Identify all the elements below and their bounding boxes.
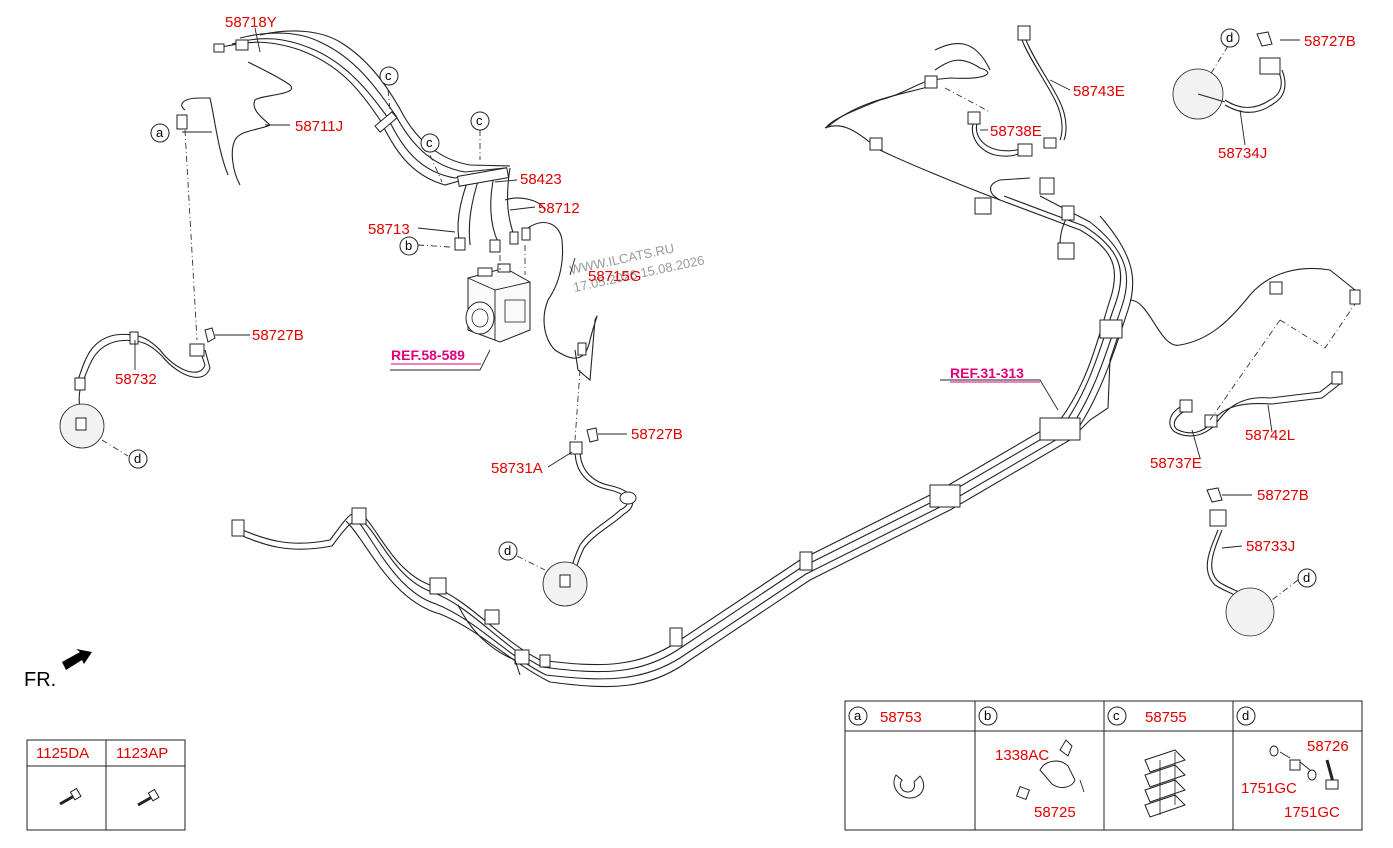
reference-58-589[interactable]: REF.58-589 (391, 347, 465, 363)
bolt-1125da-icon (59, 787, 82, 806)
callout-c-1: c (379, 66, 399, 86)
rear-right-upper-hoses (825, 25, 1067, 157)
leader-lines (134, 27, 1300, 549)
svg-text:d: d (134, 451, 141, 466)
detail-letter-b: b (984, 708, 991, 723)
reference-labels: REF.58-589 REF.31-313 (391, 347, 1040, 383)
rear-left-hose (542, 441, 637, 607)
detail-part-58725[interactable]: 58725 (1034, 804, 1076, 821)
part-label-58731a[interactable]: 58731A (491, 460, 543, 477)
callout-c-3: c (470, 111, 490, 131)
detail-table: a 58753 b c 58755 d 1338AC 58725 (844, 700, 1363, 831)
rear-right-hose-upper (1172, 57, 1286, 120)
detail-part-58726[interactable]: 58726 (1307, 738, 1349, 755)
part-label-58712[interactable]: 58712 (538, 200, 580, 217)
part-label-58738e[interactable]: 58738E (990, 123, 1042, 140)
detail-part-58755[interactable]: 58755 (1145, 709, 1187, 726)
detail-part-1751gc-1[interactable]: 1751GC (1241, 780, 1297, 797)
rear-right-hose-lower (1169, 371, 1343, 437)
part-label-58732[interactable]: 58732 (115, 371, 157, 388)
part-labels: 58718Y 58711J 58423 58712 58713 58715G 5… (115, 14, 1356, 555)
reference-31-313[interactable]: REF.31-313 (950, 365, 1024, 381)
part-label-58734j[interactable]: 58734J (1218, 145, 1267, 162)
bolt-1125da-label[interactable]: 1125DA (36, 745, 89, 762)
part-label-58727b-2[interactable]: 58727B (631, 426, 683, 443)
bolt-1123ap-label[interactable]: 1123AP (116, 745, 168, 762)
main-brake-line-bundle (231, 84, 1361, 688)
clip-58753-icon (893, 774, 925, 799)
front-arrow: FR. (24, 649, 92, 691)
abs-module (465, 263, 531, 343)
rear-hose-58733j (1206, 509, 1275, 637)
clip-brackets (204, 31, 1273, 503)
svg-text:d: d (1303, 570, 1310, 585)
detail-letter-a: a (854, 708, 862, 723)
part-label-58743e[interactable]: 58743E (1073, 83, 1125, 100)
reference-lines (101, 45, 1356, 601)
part-label-58423[interactable]: 58423 (520, 171, 562, 188)
detail-part-1338ac[interactable]: 1338AC (995, 747, 1049, 764)
callout-d-2: d (498, 541, 518, 561)
part-label-58727b-4[interactable]: 58727B (1257, 487, 1309, 504)
detail-part-58753[interactable]: 58753 (880, 709, 922, 726)
svg-text:c: c (476, 113, 483, 128)
part-label-58711j[interactable]: 58711J (295, 118, 343, 135)
svg-text:c: c (426, 135, 433, 150)
bracket-58725-icon (1039, 739, 1085, 793)
svg-text:c: c (385, 68, 392, 83)
detail-part-1751gc-2[interactable]: 1751GC (1284, 804, 1340, 821)
part-label-58727b-3[interactable]: 58727B (1304, 33, 1356, 50)
bolt-table: 1125DA 1123AP (26, 739, 186, 831)
detail-letter-c: c (1113, 708, 1120, 723)
clip-58755-icon (1144, 749, 1186, 818)
svg-text:b: b (405, 238, 412, 253)
front-label: FR. (24, 669, 56, 691)
svg-text:d: d (1226, 30, 1233, 45)
callout-d-4: d (1297, 568, 1317, 588)
svg-text:a: a (156, 125, 164, 140)
bolt-58726-icon (1325, 759, 1339, 790)
callout-d-1: d (128, 449, 148, 469)
callout-b: b (399, 236, 419, 256)
part-label-58742l[interactable]: 58742L (1245, 427, 1295, 444)
callout-a: a (150, 123, 170, 143)
part-label-58715g[interactable]: 58715G (588, 268, 641, 285)
front-tube-bundle (176, 30, 598, 382)
part-label-58718y[interactable]: 58718Y (225, 14, 277, 31)
part-label-58727b-1[interactable]: 58727B (252, 327, 304, 344)
part-label-58737e[interactable]: 58737E (1150, 455, 1202, 472)
part-label-58713[interactable]: 58713 (368, 221, 410, 238)
detail-letter-d: d (1242, 708, 1249, 723)
callout-d-3: d (1220, 28, 1240, 48)
callouts: a b c c c d d d d (128, 28, 1317, 588)
callout-c-2: c (420, 133, 440, 153)
front-left-hose (59, 331, 211, 449)
svg-text:d: d (504, 543, 511, 558)
washer-1751gc-icon (1269, 745, 1317, 781)
nut-1338ac-icon (1015, 785, 1031, 801)
part-label-58733j[interactable]: 58733J (1246, 538, 1295, 555)
bolt-1123ap-icon (137, 788, 160, 807)
watermark: WWW.ILCATS.RU 17.05.2026 15.08.2026 (568, 240, 706, 294)
